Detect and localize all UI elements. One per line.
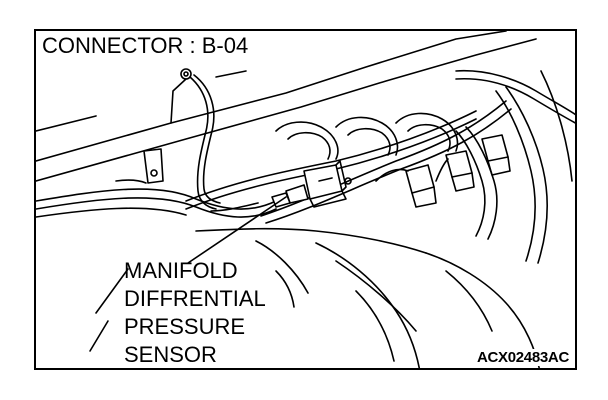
sensor-leader-line <box>89 196 287 352</box>
sensor-label-line-3: PRESSURE <box>124 314 246 339</box>
diagram-frame: CONNECTOR : B-04 MANIFOLD DIFFRENTIAL PR… <box>34 29 577 370</box>
connector-label: CONNECTOR : B-04 <box>40 34 255 60</box>
ground-wire <box>180 68 221 210</box>
manifold-base <box>195 227 540 368</box>
engine-bay-illustration <box>36 31 575 368</box>
ignition-coils <box>375 134 511 208</box>
sensor-label-line-4: SENSOR <box>124 342 217 367</box>
sensor-label: MANIFOLD DIFFRENTIAL PRESSURE SENSOR <box>124 257 266 368</box>
diagram-code: ACX02483AC <box>472 349 569 366</box>
sensor-label-line-2: DIFFRENTIAL <box>124 286 266 311</box>
sensor-label-line-1: MANIFOLD <box>124 258 238 283</box>
body-panel <box>36 31 537 182</box>
intake-manifold <box>275 70 573 264</box>
pressure-sensor <box>210 160 352 212</box>
wire-clip <box>115 148 164 184</box>
